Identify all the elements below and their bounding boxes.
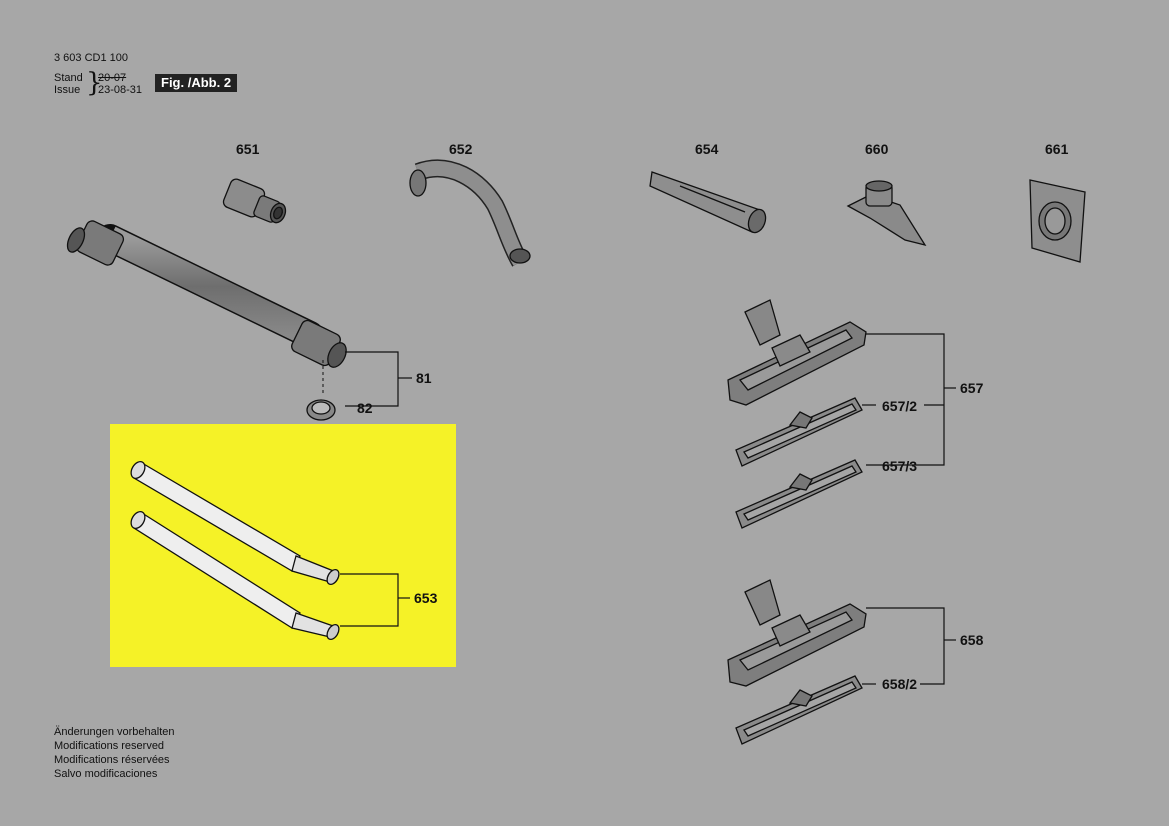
leader-81-82 (345, 351, 412, 407)
footer-line-de: Änderungen vorbehalten (54, 726, 175, 738)
part-658-floor-nozzle (727, 579, 867, 687)
issue-date: 23-08-31 (98, 84, 143, 96)
leader-653 (340, 573, 410, 627)
issue-label: Issue (54, 84, 81, 96)
label-657-3: 657/3 (882, 458, 918, 474)
part-657-2-insert (735, 397, 863, 467)
label-81: 81 (416, 370, 432, 386)
part-82-clamp-ring (306, 360, 336, 421)
leader-657 (862, 333, 956, 466)
label-652: 652 (449, 141, 473, 157)
footer-line-en: Modifications reserved (54, 740, 165, 752)
label-657-2: 657/2 (882, 398, 918, 414)
part-660-wedge-nozzle (846, 180, 927, 247)
part-658-2-insert (735, 675, 863, 745)
document-number: 3 603 CD1 100 (54, 52, 128, 64)
part-81-hose (66, 220, 347, 368)
part-661-filter-frame (1029, 179, 1086, 263)
brace-icon: } (86, 68, 103, 98)
part-653-tubes (130, 460, 340, 641)
label-658-2: 658/2 (882, 676, 918, 692)
label-654: 654 (695, 141, 719, 157)
label-657: 657 (960, 380, 984, 396)
label-660: 660 (865, 141, 889, 157)
part-654-crevice-nozzle (649, 171, 767, 234)
label-658: 658 (960, 632, 984, 648)
leader-658 (862, 607, 956, 685)
part-657-3-insert (735, 459, 863, 529)
part-657-floor-nozzle (727, 299, 867, 406)
stand-date: 20-07 (98, 72, 127, 84)
footer-line-fr: Modifications réservées (54, 754, 170, 766)
part-651-coupling (222, 178, 287, 224)
label-82: 82 (357, 400, 373, 416)
label-661: 661 (1045, 141, 1069, 157)
label-651: 651 (236, 141, 260, 157)
part-652-curved-handle (409, 159, 531, 267)
label-653: 653 (414, 590, 438, 606)
footer-line-es: Salvo modificaciones (54, 768, 158, 780)
figure-label: Fig. /Abb. 2 (155, 74, 238, 92)
stand-label: Stand (54, 72, 83, 84)
